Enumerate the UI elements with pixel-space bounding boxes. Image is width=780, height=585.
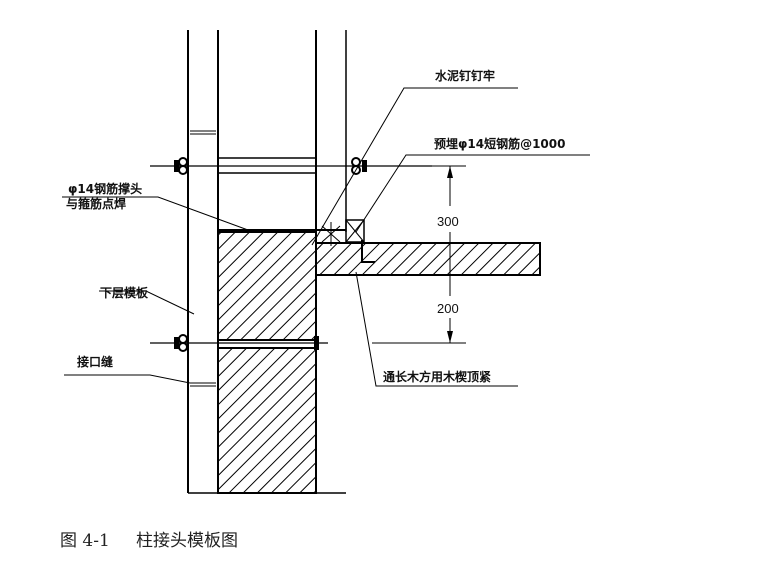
- label-lower-formwork: 下层模板: [100, 285, 149, 300]
- caption-number: 图 4-1: [60, 531, 110, 551]
- label-rebar-brace-1: φ14钢筋撑头: [68, 181, 142, 196]
- label-rebar-brace-2: 与箍筋点焊: [66, 196, 126, 211]
- label-embedded-rebar: 预埋φ14短钢筋@1000: [434, 136, 566, 151]
- label-timber-wedge: 通长木方用木楔顶紧: [383, 369, 491, 384]
- concrete-section: [217, 231, 541, 494]
- label-joint-seam: 接口缝: [77, 354, 113, 369]
- leader-lines: [62, 87, 590, 387]
- label-cement-nail: 水泥钉钉牢: [435, 68, 495, 83]
- dimension-line: [372, 165, 466, 344]
- tie-bolts: [150, 157, 432, 352]
- caption-title: 柱接头模板图: [136, 531, 238, 551]
- dimension-200: 200: [437, 301, 459, 316]
- dimension-300: 300: [437, 214, 459, 229]
- formwork: [187, 30, 375, 494]
